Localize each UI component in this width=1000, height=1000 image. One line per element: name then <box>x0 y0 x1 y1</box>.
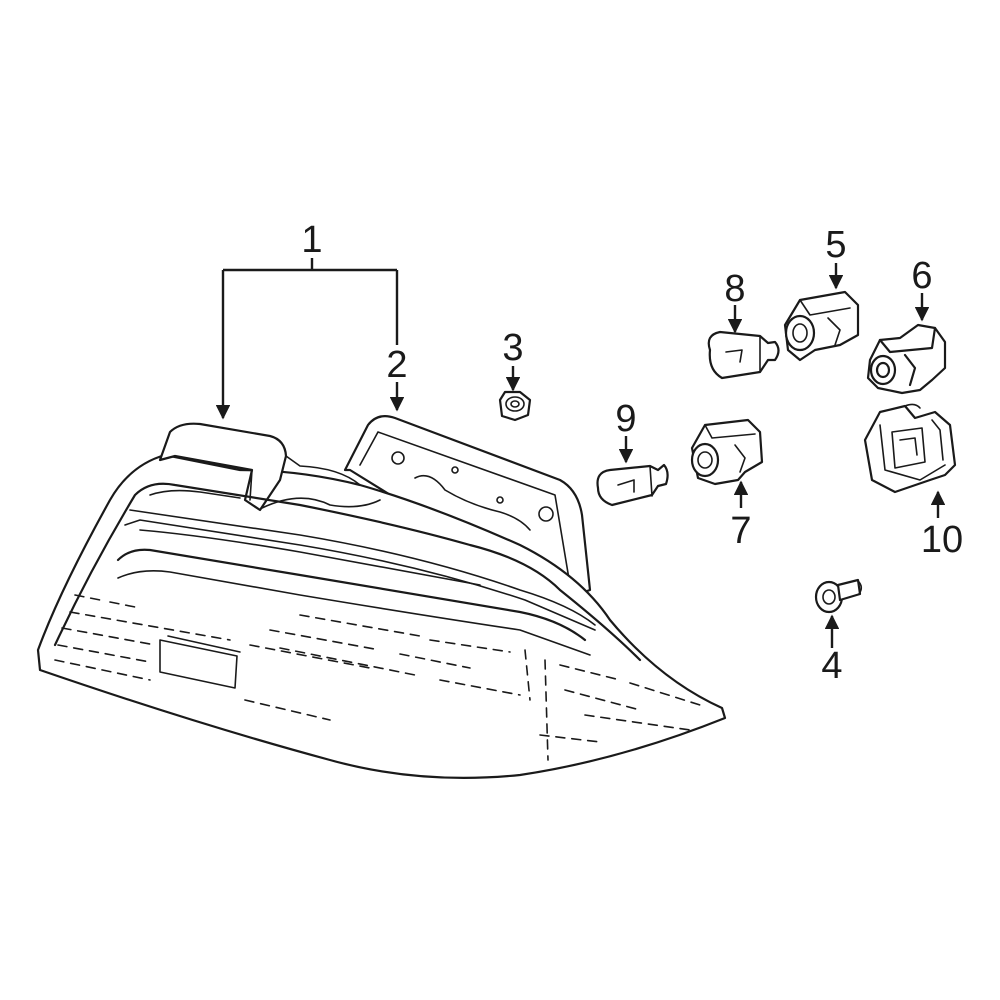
part-1-tail-lamp-lens[interactable] <box>36 422 727 779</box>
part-8-bulb[interactable] <box>707 330 780 380</box>
part-9-bulb[interactable] <box>596 463 669 507</box>
callout-4: 4 <box>821 645 842 687</box>
part-10-connector[interactable] <box>863 403 957 494</box>
callout-8: 8 <box>724 268 745 310</box>
callout-9: 9 <box>615 398 636 440</box>
callout-1: 1 <box>301 219 322 261</box>
callout-10: 10 <box>921 519 963 561</box>
part-7-socket[interactable] <box>690 418 764 486</box>
callout-3: 3 <box>502 327 523 369</box>
part-5-socket[interactable] <box>783 290 860 362</box>
callout-5: 5 <box>825 224 846 266</box>
part-3-nut[interactable] <box>498 390 532 422</box>
callout-2: 2 <box>386 344 407 386</box>
part-6-socket-highlighted[interactable] <box>866 323 947 395</box>
callout-6: 6 <box>911 255 932 297</box>
part-4-screw[interactable] <box>814 578 863 614</box>
callout-7: 7 <box>730 510 751 552</box>
callout-leaders <box>223 258 946 648</box>
